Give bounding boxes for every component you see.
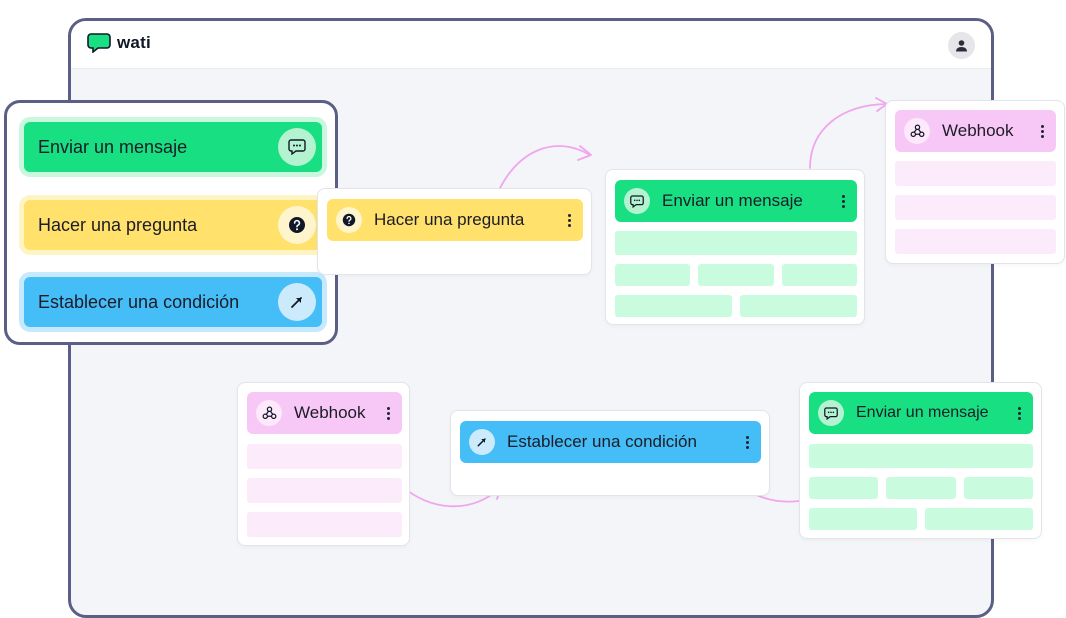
- palette-item-label: Establecer una condición: [38, 291, 240, 312]
- more-options-icon[interactable]: [386, 406, 390, 420]
- palette-item-label: Enviar un mensaje: [38, 136, 188, 157]
- content-placeholder: [809, 508, 917, 530]
- more-options-icon[interactable]: [567, 213, 571, 227]
- palette-item-send-message[interactable]: Enviar un mensaje: [24, 122, 322, 172]
- wati-logo[interactable]: wati: [87, 33, 151, 53]
- question-icon: [336, 207, 362, 233]
- content-placeholder: [740, 295, 857, 317]
- condition-arrow-icon: [469, 429, 495, 455]
- content-placeholder: [925, 508, 1033, 530]
- flow-node-set-condition[interactable]: Establecer una condición: [460, 421, 761, 463]
- condition-arrow-icon: [278, 283, 316, 321]
- chat-bubble-icon: [278, 128, 316, 166]
- flow-card-send-message-bottom[interactable]: Enviar un mensaje: [799, 382, 1042, 539]
- content-placeholder: [964, 477, 1033, 499]
- webhook-icon: [904, 118, 930, 144]
- flow-node-send-message[interactable]: Enviar un mensaje: [809, 392, 1033, 434]
- flow-node-send-message[interactable]: Enviar un mensaje: [615, 180, 857, 222]
- flow-card-webhook-bottom[interactable]: Webhook: [237, 382, 410, 546]
- chat-bubble-icon: [818, 400, 844, 426]
- top-bar: wati: [71, 21, 991, 69]
- flow-node-label: Hacer una pregunta: [374, 210, 525, 229]
- webhook-icon: [256, 400, 282, 426]
- more-options-icon[interactable]: [841, 194, 845, 208]
- content-placeholder: [809, 444, 1033, 468]
- chat-bubble-icon: [624, 188, 650, 214]
- content-placeholder: [615, 295, 732, 317]
- content-placeholder: [698, 264, 774, 286]
- palette-item-set-condition[interactable]: Establecer una condición: [24, 277, 322, 327]
- more-options-icon[interactable]: [1017, 406, 1021, 420]
- flow-node-label: Enviar un mensaje: [662, 191, 803, 210]
- flow-node-webhook[interactable]: Webhook: [895, 110, 1056, 152]
- content-placeholder: [615, 264, 690, 286]
- content-placeholder: [247, 444, 402, 469]
- logo-text: wati: [117, 33, 151, 52]
- flow-card-ask-question[interactable]: Hacer una pregunta: [317, 188, 592, 275]
- step-palette-panel: Enviar un mensaje Hacer una pregunta Est…: [4, 100, 338, 345]
- content-placeholder: [247, 478, 402, 503]
- content-placeholder: [895, 229, 1056, 254]
- flow-node-label: Enviar un mensaje: [856, 404, 989, 421]
- palette-item-ask-question[interactable]: Hacer una pregunta: [24, 200, 322, 250]
- flow-card-webhook-top[interactable]: Webhook: [885, 100, 1065, 264]
- content-placeholder: [247, 512, 402, 537]
- flow-node-label: Establecer una condición: [507, 432, 697, 451]
- more-options-icon[interactable]: [745, 435, 749, 449]
- content-placeholder: [782, 264, 857, 286]
- content-placeholder: [886, 477, 956, 499]
- question-icon: [278, 206, 316, 244]
- flow-node-webhook[interactable]: Webhook: [247, 392, 402, 434]
- flow-card-set-condition[interactable]: Establecer una condición: [450, 410, 770, 496]
- content-placeholder: [809, 477, 878, 499]
- user-avatar[interactable]: [948, 32, 975, 59]
- more-options-icon[interactable]: [1040, 124, 1044, 138]
- user-icon: [956, 40, 967, 52]
- flow-card-send-message-top[interactable]: Enviar un mensaje: [605, 169, 865, 325]
- content-placeholder: [895, 195, 1056, 220]
- wati-logo-icon: [87, 33, 111, 53]
- content-placeholder: [895, 161, 1056, 186]
- palette-item-label: Hacer una pregunta: [38, 214, 198, 235]
- content-placeholder: [615, 231, 857, 255]
- flow-node-ask-question[interactable]: Hacer una pregunta: [327, 199, 583, 241]
- flow-node-label: Webhook: [294, 403, 366, 422]
- flow-node-label: Webhook: [942, 121, 1014, 140]
